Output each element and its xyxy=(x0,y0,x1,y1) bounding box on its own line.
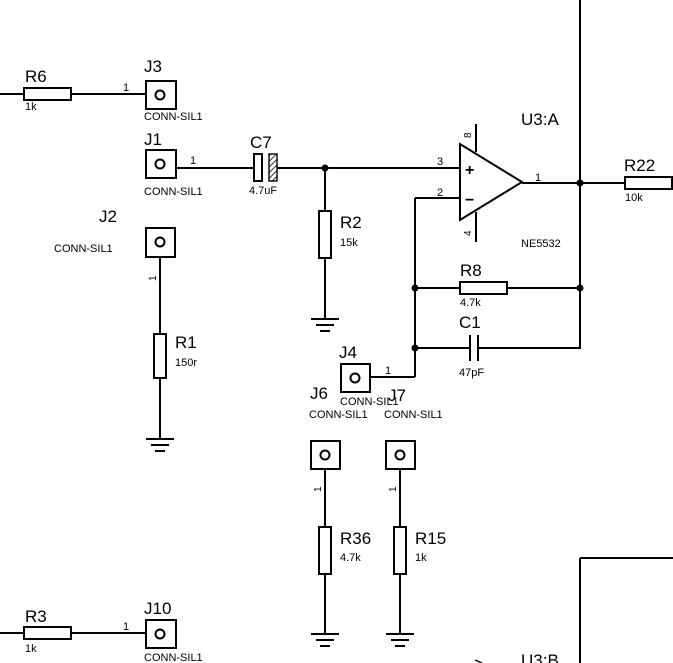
j6-value: CONN-SIL1 xyxy=(309,409,368,421)
r8-resistor[interactable]: R8 4.7k xyxy=(459,261,508,309)
j4-connector[interactable]: J4 CONN-SIL1 xyxy=(339,343,399,408)
r15-ref: R15 xyxy=(415,529,446,548)
j10-connector[interactable]: J10 CONN-SIL1 xyxy=(144,599,203,663)
ground-symbol xyxy=(311,633,339,647)
u3a-pin8: 8 xyxy=(463,132,474,138)
c7-ref: C7 xyxy=(250,133,272,152)
r1-resistor[interactable]: R1 150r xyxy=(153,333,197,379)
u3a-pin2: 2 xyxy=(437,187,443,199)
r2-value: 15k xyxy=(340,237,358,249)
u3a-pin1: 1 xyxy=(535,172,541,184)
c7-value: 4.7uF xyxy=(249,185,277,197)
r6-resistor[interactable]: R6 1k xyxy=(0,67,146,113)
u3a-ref: U3:A xyxy=(521,110,559,129)
r8-value: 4.7k xyxy=(460,297,481,309)
u3b-opamp-partial[interactable]: U3:B xyxy=(474,557,673,663)
r36-value: 4.7k xyxy=(340,552,361,564)
r6-value: 1k xyxy=(25,101,37,113)
c1-value: 47pF xyxy=(459,367,484,379)
j6-pin-number: 1 xyxy=(313,486,324,492)
r3-resistor[interactable]: R3 1k xyxy=(0,607,146,655)
j1-connector[interactable]: J1 CONN-SIL1 xyxy=(144,130,203,198)
j4-ref: J4 xyxy=(339,343,357,362)
j4-pin-number: 1 xyxy=(385,365,391,377)
c7-capacitor[interactable]: C7 4.7uF xyxy=(249,133,278,197)
j2-connector[interactable]: J2 CONN-SIL1 xyxy=(54,207,176,258)
r22-value: 10k xyxy=(625,192,643,204)
j10-pin-number: 1 xyxy=(123,621,129,633)
ground-symbol xyxy=(311,318,339,332)
j2-ref: J2 xyxy=(99,207,117,226)
r1-ref: R1 xyxy=(175,333,197,352)
r36-ref: R36 xyxy=(340,529,371,548)
r3-value: 1k xyxy=(25,643,37,655)
j7-pin-number: 1 xyxy=(388,486,399,492)
u3a-inverting-sign: − xyxy=(465,192,474,209)
u3a-opamp[interactable]: + − 3 2 1 8 4 U3:A NE5532 xyxy=(437,110,561,250)
ground-symbol xyxy=(146,438,174,452)
j4-value: CONN-SIL1 xyxy=(340,396,399,408)
j1-pin-number: 1 xyxy=(190,155,196,167)
j2-pin-number: 1 xyxy=(148,275,159,281)
c1-ref: C1 xyxy=(459,313,481,332)
j2-value: CONN-SIL1 xyxy=(54,243,113,255)
j3-value: CONN-SIL1 xyxy=(144,111,203,123)
j6-ref: J6 xyxy=(310,384,328,403)
u3b-ref: U3:B xyxy=(521,651,559,663)
r36-resistor[interactable]: R36 4.7k xyxy=(318,526,371,575)
j7-ref: J7 xyxy=(388,386,406,405)
j7-value: CONN-SIL1 xyxy=(384,409,443,421)
j1-value: CONN-SIL1 xyxy=(144,186,203,198)
u3a-value: NE5532 xyxy=(521,238,561,250)
ground-symbol xyxy=(386,633,414,647)
r2-ref: R2 xyxy=(340,213,362,232)
u3a-pin3: 3 xyxy=(437,156,443,168)
j1-ref: J1 xyxy=(144,130,162,149)
r3-ref: R3 xyxy=(25,607,47,626)
r2-resistor[interactable]: R2 15k xyxy=(318,210,362,259)
j3-pin-number: 1 xyxy=(123,82,129,94)
r15-value: 1k xyxy=(415,552,427,564)
r15-resistor[interactable]: R15 1k xyxy=(393,526,446,575)
r1-value: 150r xyxy=(175,357,197,369)
j10-ref: J10 xyxy=(144,599,171,618)
r22-resistor[interactable]: R22 10k xyxy=(624,156,673,204)
u3a-pin4: 4 xyxy=(463,230,474,236)
j3-connector[interactable]: J3 CONN-SIL1 xyxy=(144,57,203,123)
j3-ref: J3 xyxy=(144,57,162,76)
r22-ref: R22 xyxy=(624,156,655,175)
c1-capacitor[interactable]: C1 47pF xyxy=(459,313,484,379)
r6-ref: R6 xyxy=(25,67,47,86)
r8-ref: R8 xyxy=(460,261,482,280)
j10-value: CONN-SIL1 xyxy=(144,652,203,663)
j7-connector[interactable]: J7 CONN-SIL1 xyxy=(384,386,443,470)
u3a-noninverting-sign: + xyxy=(465,162,474,179)
